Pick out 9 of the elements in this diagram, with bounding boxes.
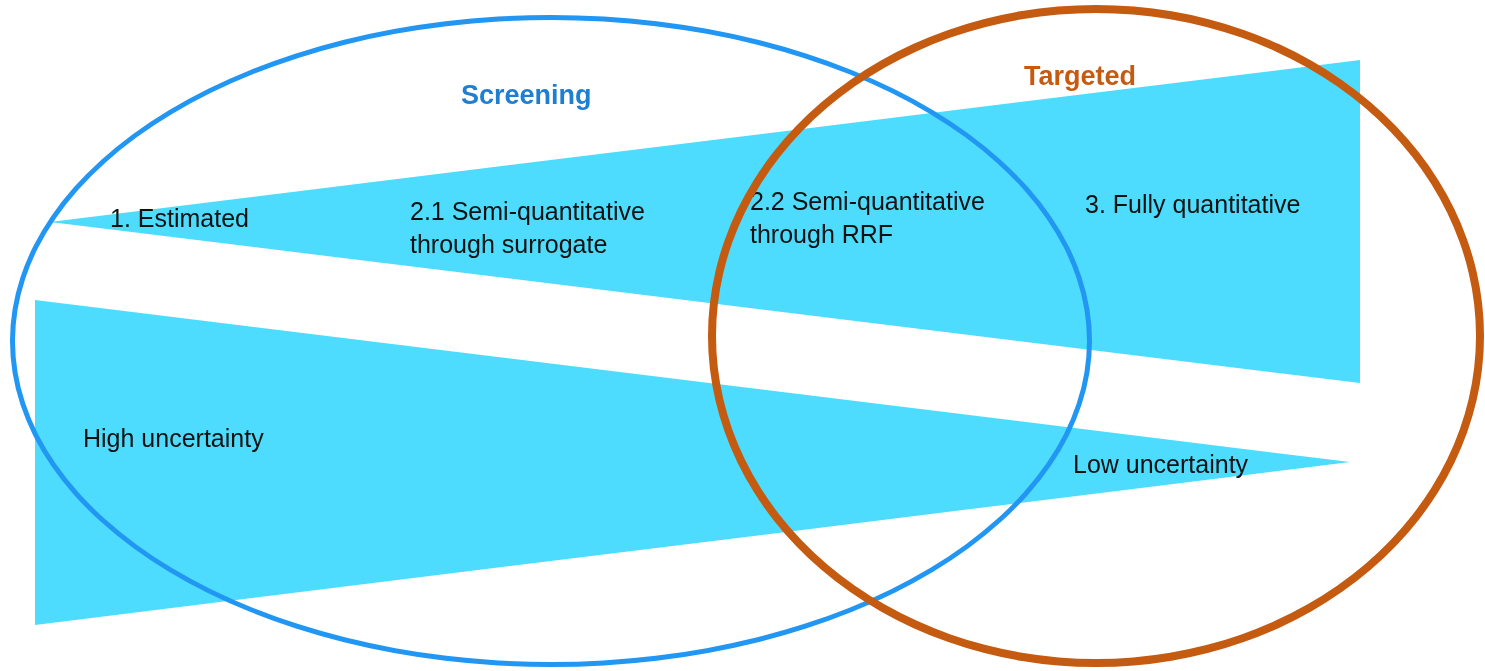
group-heading: Targeted — [1024, 61, 1137, 92]
level-label: 2.2 Semi-quantitative through RRF — [750, 186, 986, 250]
group-heading: Screening — [461, 80, 592, 111]
level-label: 1. Estimated — [110, 203, 250, 234]
level-label: 2.1 Semi-quantitative through surrogate — [410, 196, 646, 260]
level-label: 3. Fully quantitative — [1085, 189, 1302, 220]
uncertainty-label: High uncertainty — [83, 423, 265, 454]
uncertainty-label: Low uncertainty — [1073, 449, 1250, 480]
group-ellipse — [708, 5, 1484, 667]
